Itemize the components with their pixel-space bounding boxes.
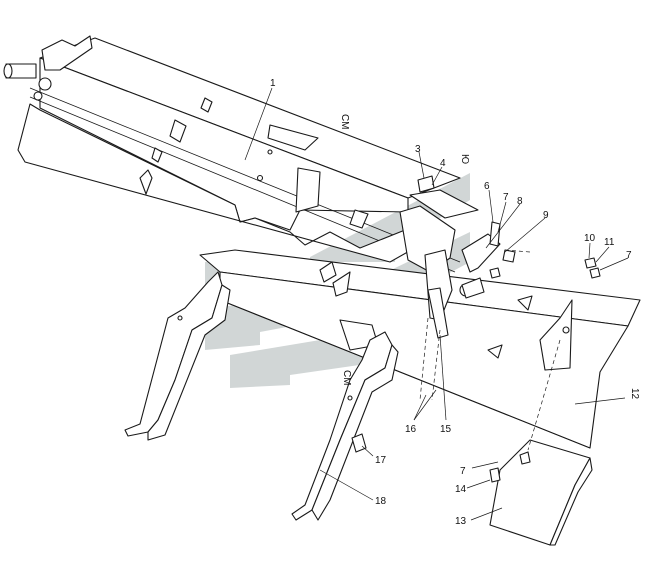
cm-mark-lower: СМ bbox=[341, 370, 352, 385]
leader-lines bbox=[244, 87, 629, 521]
callout-18: 18 bbox=[375, 496, 387, 507]
callout-4: 4 bbox=[440, 158, 446, 169]
callout-9: 9 bbox=[543, 210, 549, 221]
fasteners-right bbox=[584, 257, 601, 279]
callout-7b: 7 bbox=[626, 250, 632, 261]
callout-6: 6 bbox=[484, 181, 490, 192]
callout-7a: 7 bbox=[503, 192, 509, 203]
callout-12: 12 bbox=[629, 388, 640, 400]
callout-13: 13 bbox=[455, 516, 467, 527]
cm-mark: СМ bbox=[339, 114, 350, 129]
callout-15: 15 bbox=[440, 424, 452, 435]
center-brackets bbox=[399, 175, 516, 339]
side-panel bbox=[489, 439, 593, 546]
callout-1: 1 bbox=[270, 78, 276, 89]
callout-16: 16 bbox=[405, 424, 417, 435]
callout-8: 8 bbox=[517, 196, 523, 207]
callout-labels: 1 3 4 6 7 8 9 10 11 7 12 15 16 17 18 7 1… bbox=[270, 78, 640, 527]
rotated-annotations: СМ СМ Ю bbox=[339, 114, 470, 385]
callout-17: 17 bbox=[375, 455, 387, 466]
callout-11: 11 bbox=[604, 237, 615, 248]
beam-assembly bbox=[3, 35, 461, 273]
callout-10: 10 bbox=[584, 233, 596, 244]
alignment-lines bbox=[419, 249, 561, 451]
callout-7c: 7 bbox=[460, 466, 466, 477]
support-legs bbox=[124, 271, 399, 521]
reference-mark: Ю bbox=[459, 154, 470, 164]
callout-14: 14 bbox=[455, 484, 467, 495]
callout-3: 3 bbox=[415, 144, 421, 155]
